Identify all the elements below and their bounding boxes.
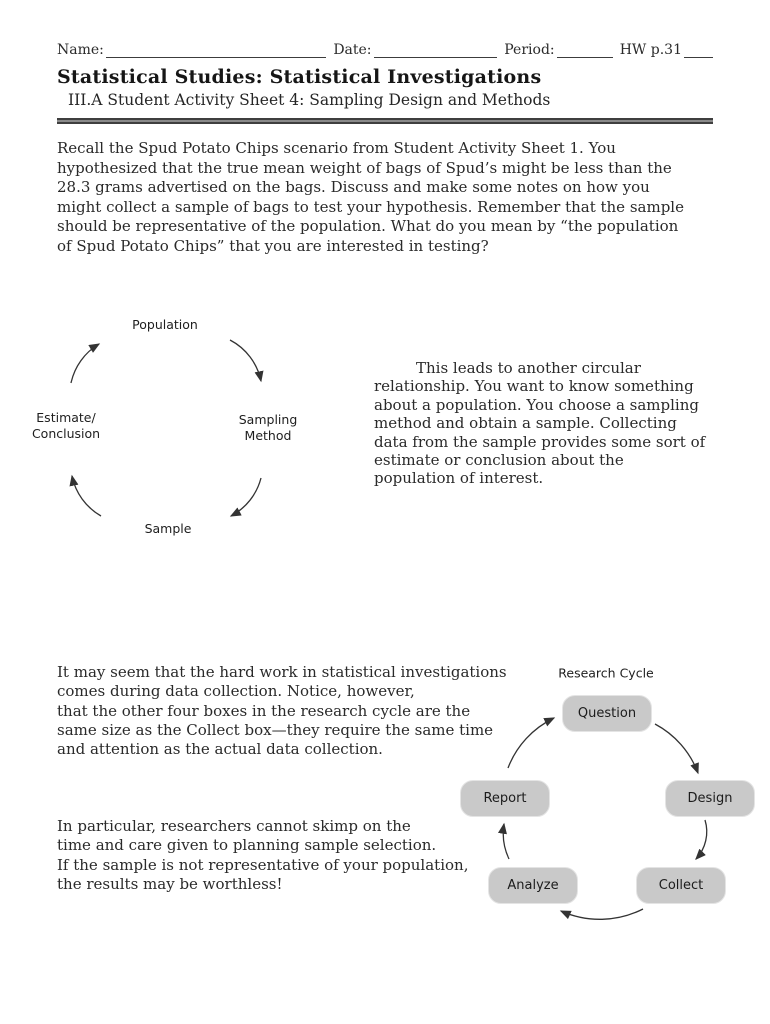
research-paragraph: It may seem that the hard work in statis… [57,663,507,759]
node-sample: Sample [144,521,192,536]
section-divider [57,118,713,124]
page-title: Statistical Studies: Statistical Investi… [57,66,542,88]
period-blank-line [556,43,613,58]
sampling-cycle-diagram: Population Sampling Method Sample Estima… [20,298,350,553]
warning-paragraph: In particular, researchers cannot skimp … [57,817,469,893]
node-estimate-conclusion: Estimate/ Conclusion [31,410,101,441]
arrow-population-to-sampling [229,339,264,383]
arrow-report-to-question [507,717,556,769]
name-label: Name: [57,42,104,58]
hw-blank-line [683,43,713,58]
research-cycle-diagram: Research Cycle Question Design Collect A… [452,660,770,932]
node-population: Population [132,317,198,332]
arrow-collect-to-analyze [559,908,644,920]
box-report-label: Report [483,791,527,806]
date-blank-line [373,43,498,58]
arrow-sample-to-estimate [69,474,102,517]
page-subtitle: III.A Student Activity Sheet 4: Sampling… [68,91,551,109]
period-label: Period: [504,42,555,58]
arrow-question-to-design [654,723,699,775]
box-design: Design [665,780,755,817]
cycle-explanation-paragraph: This leads to another circular relations… [374,359,706,488]
header-fill-in-row: Name: Date: Period: HW p.31 [57,42,713,58]
box-report: Report [460,780,550,817]
box-collect-label: Collect [658,878,704,893]
box-question-label: Question [577,706,637,721]
box-analyze-label: Analyze [507,878,559,893]
intro-paragraph: Recall the Spud Potato Chips scenario fr… [57,139,684,255]
box-question: Question [562,695,652,732]
node-sampling-method: Sampling Method [238,412,298,443]
hw-label: HW p.31 [619,42,682,58]
arrow-sampling-to-sample [229,477,262,517]
box-collect: Collect [636,867,726,904]
arrow-estimate-to-population [70,343,101,384]
name-blank-line [105,43,327,58]
date-label: Date: [333,42,372,58]
research-cycle-title: Research Cycle [558,665,654,681]
arrow-analyze-to-report [497,822,510,860]
box-analyze: Analyze [488,867,578,904]
sampling-cycle-arrows [69,339,264,517]
arrow-design-to-collect [695,819,708,860]
research-cycle-arrows [497,717,708,920]
box-design-label: Design [687,791,733,806]
